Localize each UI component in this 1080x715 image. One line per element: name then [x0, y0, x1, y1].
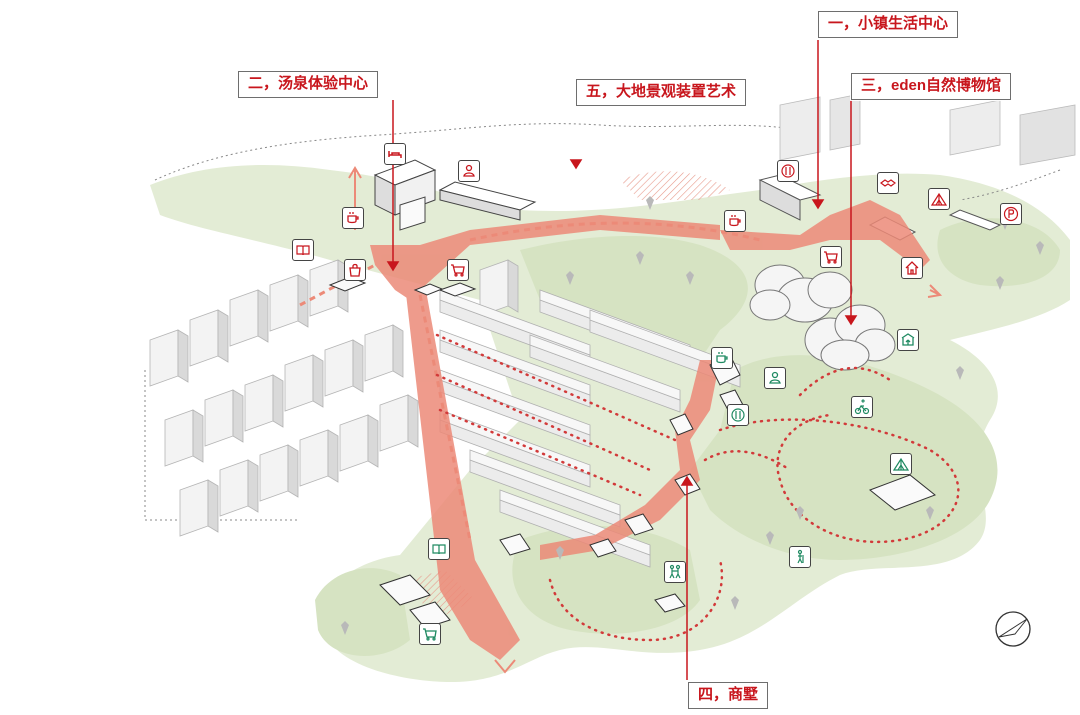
shopping-cart-icon — [447, 259, 469, 281]
hot-spring-buildings — [373, 159, 537, 231]
dining-icon — [727, 404, 749, 426]
callout-commercial-villa: 四，商墅 — [688, 682, 769, 709]
dining-icon — [777, 160, 799, 182]
book-icon — [428, 538, 450, 560]
shopping-cart-icon — [820, 246, 842, 268]
handshake-icon — [877, 172, 899, 194]
callout-hot-spring-center: 二，汤泉体验中心 — [238, 71, 379, 98]
tent-icon — [890, 453, 912, 475]
playground-icon — [664, 561, 686, 583]
hiking-icon — [789, 546, 811, 568]
coffee-icon — [724, 210, 746, 232]
bed-icon — [384, 143, 406, 165]
callout-eden-museum: 三，eden自然博物馆 — [851, 73, 1012, 100]
north-arrow-icon — [993, 609, 1033, 649]
cycling-icon — [851, 396, 873, 418]
coffee-icon — [711, 347, 733, 369]
parking-icon — [1000, 203, 1022, 225]
book-icon — [292, 239, 314, 261]
callout-town-life-center: 一，小镇生活中心 — [818, 11, 959, 38]
meeting-icon — [764, 367, 786, 389]
shopping-cart-icon — [419, 623, 441, 645]
museum-domes — [749, 264, 896, 371]
museum-icon — [897, 329, 919, 351]
callout-leaders — [386, 40, 858, 680]
coffee-icon — [342, 207, 364, 229]
home-icon — [901, 257, 923, 279]
callout-land-art: 五，大地景观装置艺术 — [576, 79, 747, 106]
shopping-bag-icon — [344, 259, 366, 281]
tent-icon — [928, 188, 950, 210]
trail-loops — [435, 333, 960, 642]
town-center-buildings — [758, 93, 1076, 241]
site-boundary — [144, 123, 1061, 521]
meeting-icon — [458, 160, 480, 182]
green-landscape — [150, 165, 1070, 683]
